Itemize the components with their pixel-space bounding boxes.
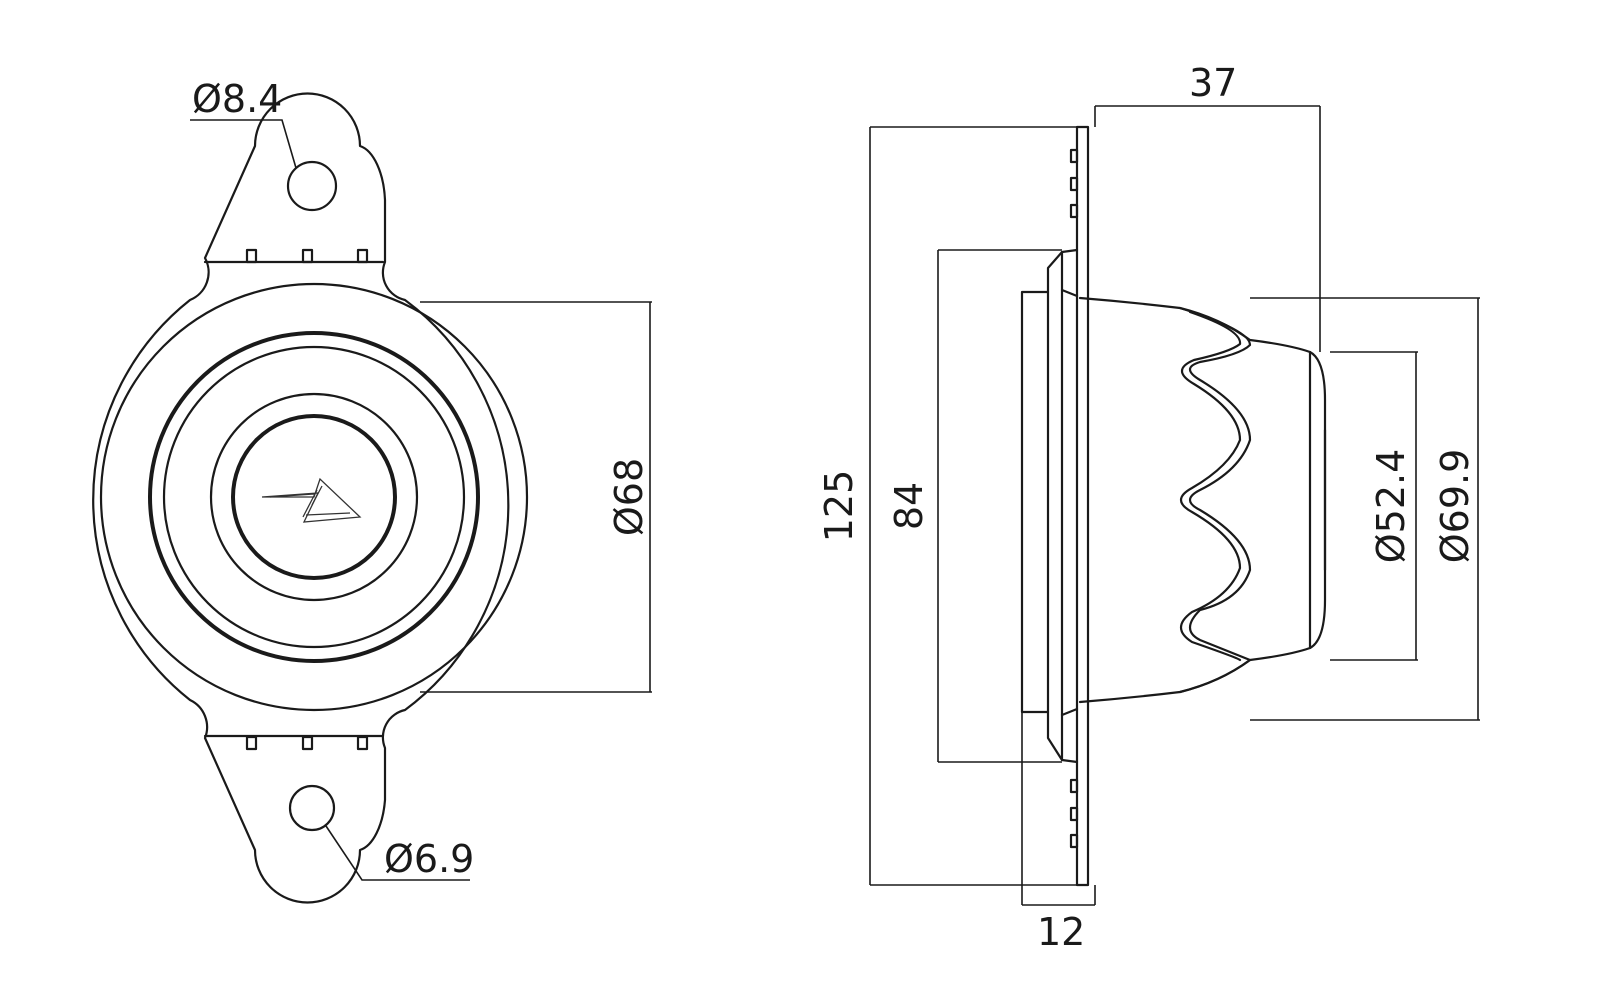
label-front-diameter: Ø52.4 bbox=[1369, 449, 1413, 564]
top-mount-hole bbox=[286, 160, 338, 212]
front-view bbox=[92, 92, 529, 904]
label-body-diameter: Ø68 bbox=[607, 458, 651, 536]
lightning-bolt-icon bbox=[261, 477, 362, 523]
dim-line-52-4 bbox=[1330, 351, 1418, 661]
dim-line-125 bbox=[869, 126, 1077, 886]
dim-line-37 bbox=[1094, 105, 1321, 352]
corrugated-surround bbox=[1178, 306, 1252, 694]
dimension-labels: Ø8.4 Ø6.9 37 12 Ø68 125 84 Ø52.4 Ø69.9 bbox=[192, 61, 1477, 954]
side-view bbox=[1020, 125, 1327, 887]
dim-line-84 bbox=[937, 249, 1062, 763]
label-mount-hole-top: Ø8.4 bbox=[192, 77, 282, 121]
mount-outline bbox=[92, 92, 510, 904]
body-ring-outer bbox=[99, 282, 529, 712]
body-ring-inner bbox=[162, 345, 466, 649]
corrugated-surround-inner bbox=[1179, 310, 1242, 662]
label-flange-height: 84 bbox=[887, 482, 931, 530]
label-dome-diameter: Ø69.9 bbox=[1433, 449, 1477, 564]
mount-plate bbox=[1075, 125, 1090, 887]
flange-outline bbox=[1020, 248, 1079, 764]
bottom-mount-hole bbox=[288, 784, 336, 832]
flange-chamfer bbox=[1060, 288, 1079, 717]
plate-teeth bbox=[1069, 148, 1079, 849]
dim-line-69-9 bbox=[1250, 297, 1480, 721]
leader-hole-top bbox=[190, 119, 297, 169]
label-depth: 37 bbox=[1189, 61, 1237, 105]
label-mount-hole-bottom: Ø6.9 bbox=[384, 837, 474, 881]
bottom-notches bbox=[245, 735, 369, 751]
dim-line-12 bbox=[1021, 712, 1096, 906]
body-ring-thick bbox=[148, 331, 480, 663]
leader-hole-bottom bbox=[325, 825, 470, 881]
dome-ring bbox=[209, 392, 419, 602]
label-overall-height: 125 bbox=[817, 470, 861, 543]
label-flange-thickness: 12 bbox=[1037, 910, 1085, 954]
top-notches bbox=[245, 248, 369, 264]
dimension-lines bbox=[190, 105, 1480, 906]
center-cap bbox=[231, 414, 397, 580]
dim-line-68 bbox=[420, 301, 652, 693]
